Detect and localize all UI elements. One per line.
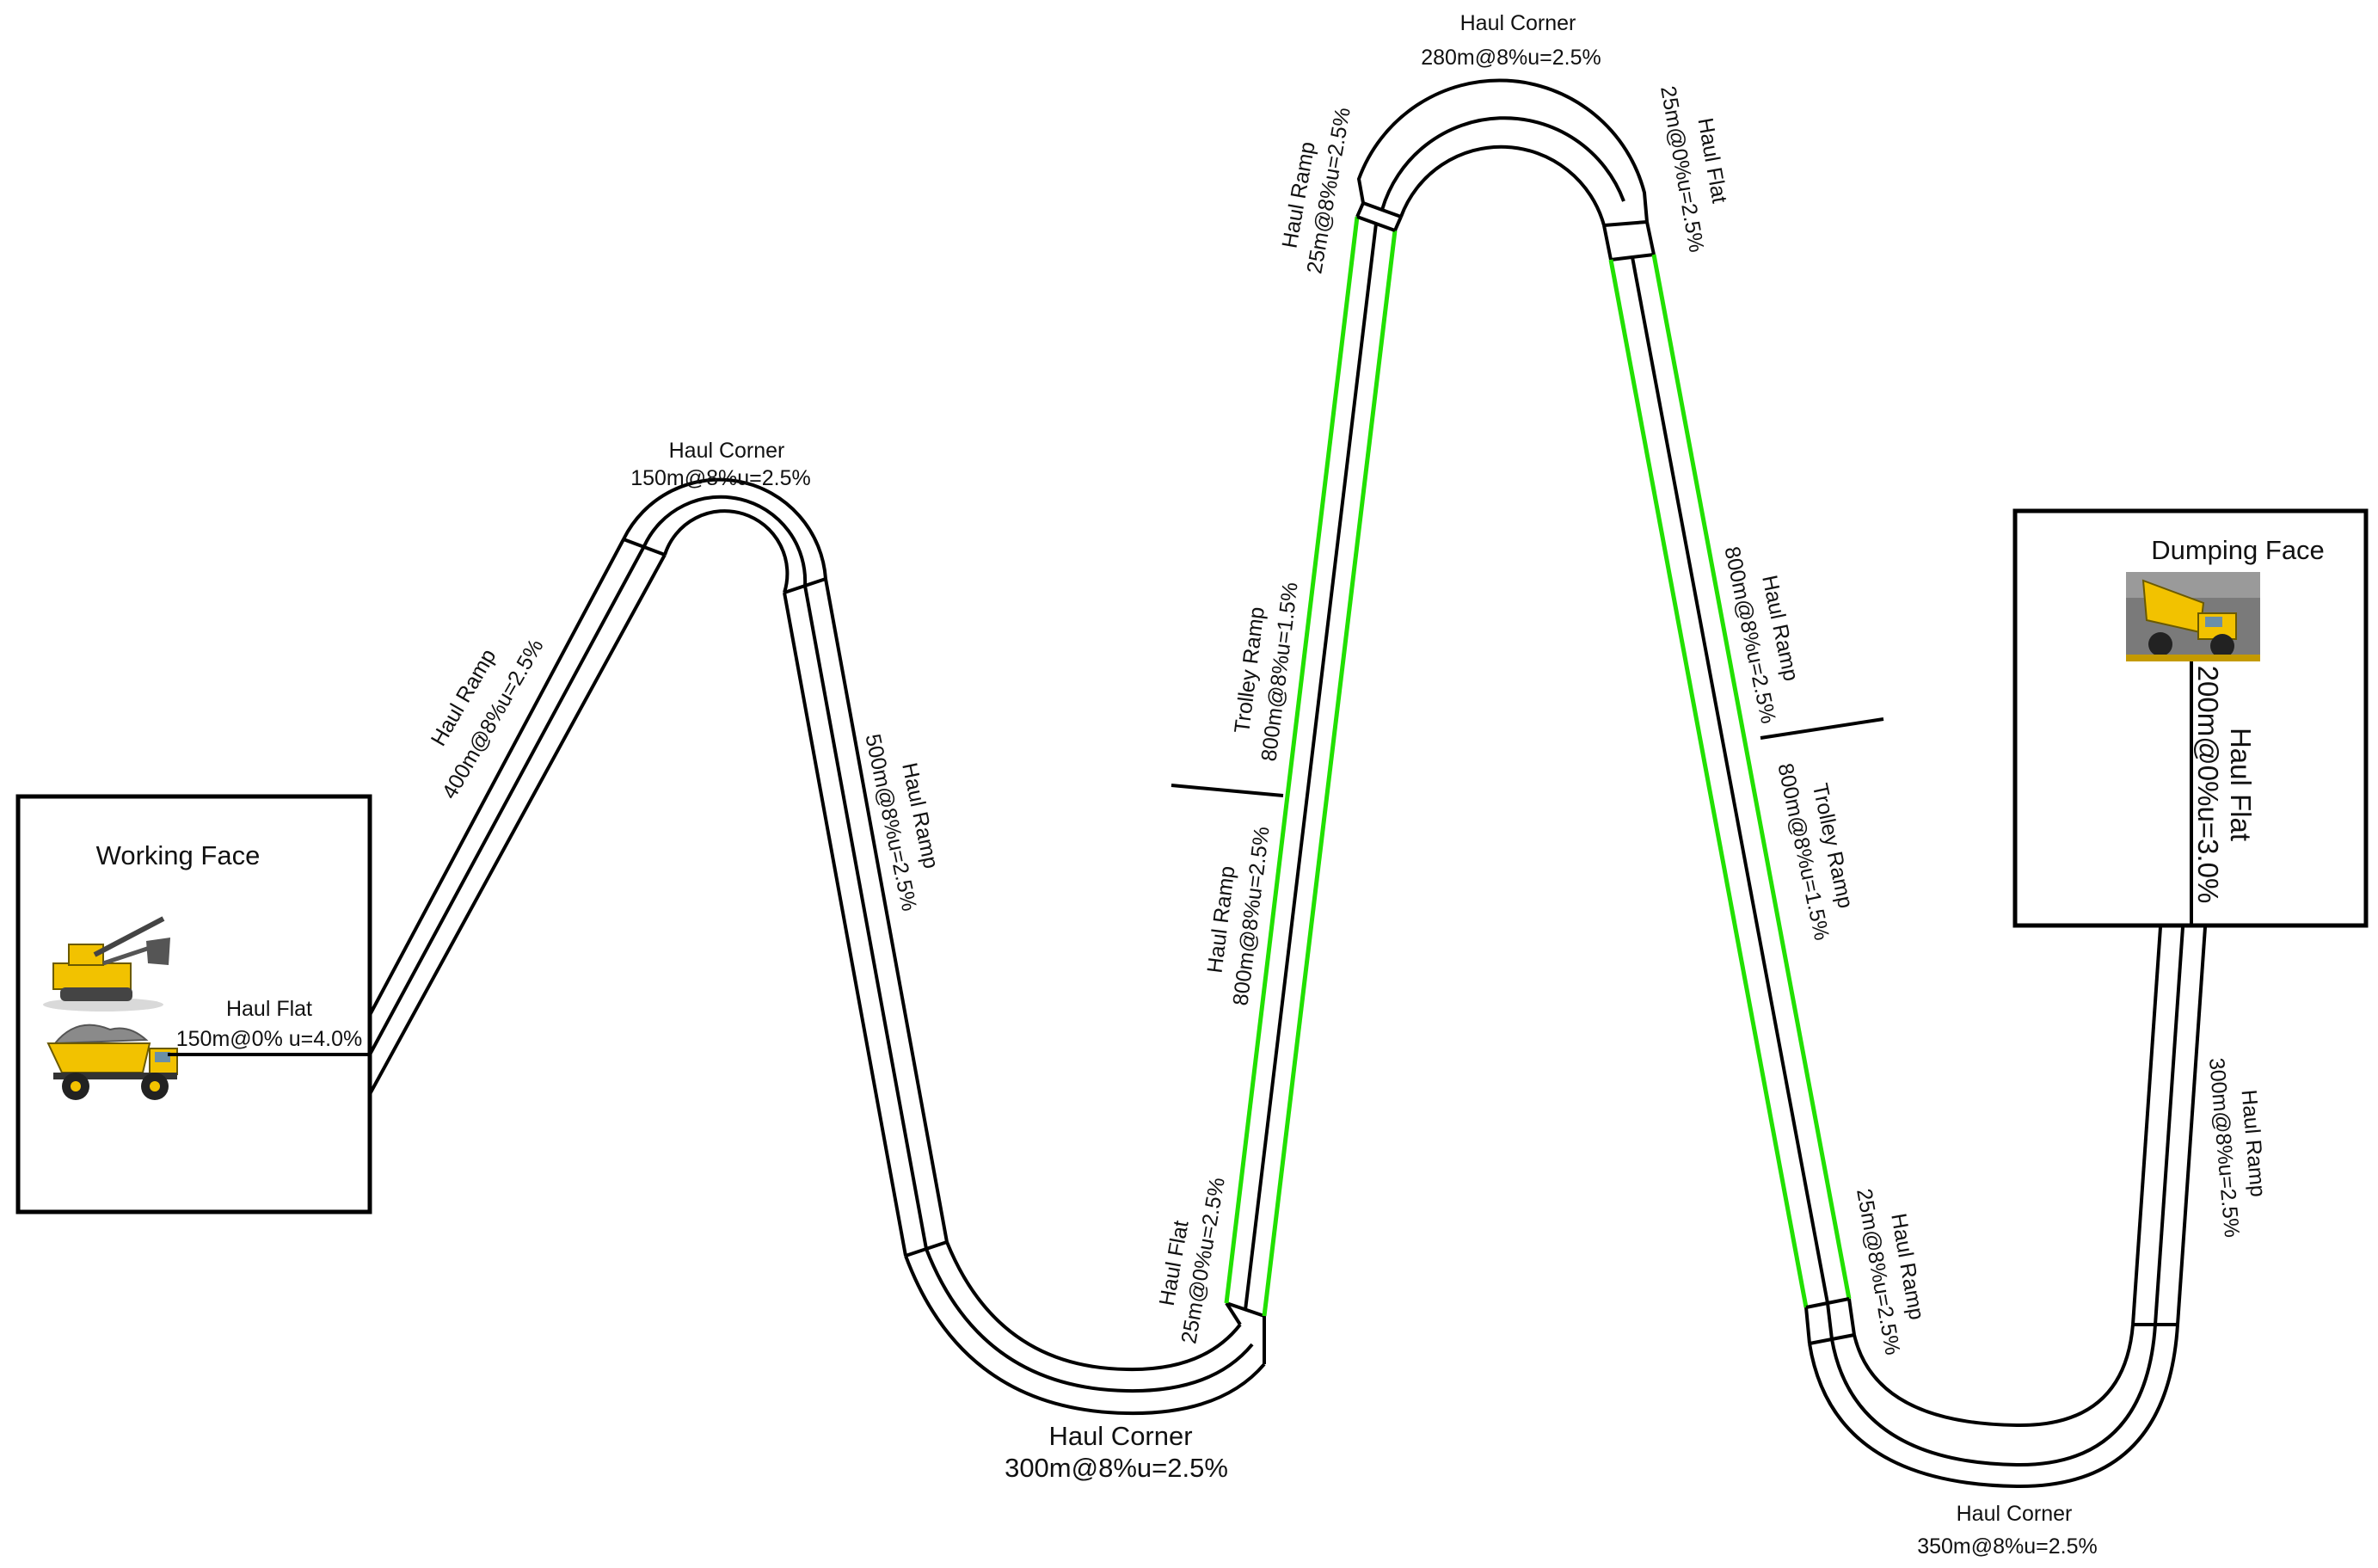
flat-start-spec: 150m@0% u=4.0% [176, 1027, 362, 1051]
ramp-5-spec: 300m@8%u=2.5% [2204, 1057, 2244, 1239]
working-face-box [15, 794, 372, 1214]
flat-end-type: Haul Flat [2225, 728, 2257, 841]
ramp-5-road [2131, 926, 2207, 1325]
ramp-1-road [368, 538, 667, 1095]
electric-shovel-icon [43, 916, 170, 1012]
loaded-haul-truck-icon [46, 1024, 178, 1100]
flat-top-spec: 25m@0%u=2.5% [1656, 84, 1709, 255]
ramp-3-road [1224, 216, 1398, 1317]
flat-top-road [1602, 220, 1656, 261]
corner-top-type: Haul Corner [1460, 11, 1576, 35]
flat-end-spec: 200m@0%u=3.0% [2192, 666, 2224, 904]
corner-4-road [1808, 1323, 2179, 1489]
ramp-3-trolley-line-left [1224, 216, 1360, 1304]
ramp-4-road [1608, 254, 1852, 1308]
ramp-4-trolley-divider [1760, 717, 1884, 740]
flat-start-type: Haul Flat [226, 997, 312, 1021]
dumping-haul-truck-icon [2126, 572, 2260, 661]
corner-top-spec: 280m@8%u=2.5% [1421, 46, 1601, 70]
ramp-3-trolley-line-right [1262, 230, 1398, 1317]
corner-4-type: Haul Corner [1957, 1502, 2073, 1526]
ramp-short-2-road [1804, 1297, 1856, 1345]
ramp-5-type: Haul Ramp [2237, 1089, 2270, 1198]
ramp-4-trolley-line-left [1608, 259, 1809, 1308]
working-face-title: Working Face [96, 840, 261, 870]
ramp-short-1-road [1355, 201, 1403, 232]
corner-1-type: Haul Corner [669, 439, 785, 463]
corner-2-type: Haul Corner [1048, 1421, 1192, 1451]
corner-4-spec: 350m@8%u=2.5% [1917, 1534, 2098, 1559]
corner-2-road [904, 1241, 1266, 1416]
corner-1-spec: 150m@8%u=2.5% [630, 466, 811, 490]
corner-top-road [1356, 78, 1649, 226]
ramp-3-trolley-divider [1171, 784, 1284, 797]
ramp-2-road [783, 578, 949, 1257]
dumping-face-title: Dumping Face [2151, 535, 2325, 565]
corner-2-spec: 300m@8%u=2.5% [1005, 1453, 1228, 1483]
ramp-4-trolley-line-right [1651, 254, 1852, 1300]
